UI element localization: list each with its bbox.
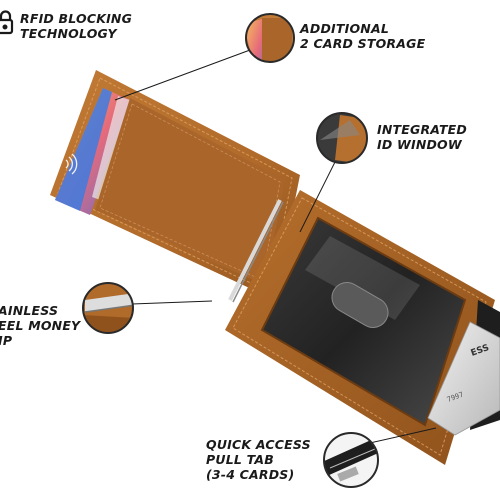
- callout-money-clip: [82, 282, 134, 334]
- label-line: ADDITIONAL: [300, 21, 389, 36]
- wallet-right-panel: ESS 7997: [225, 190, 500, 465]
- wallet-left-panel: [50, 70, 300, 300]
- label-line: (3-4 CARDS): [206, 467, 295, 482]
- label-line: EEL MONEY: [0, 318, 81, 333]
- label-line: 2 CARD STORAGE: [300, 36, 426, 51]
- label-pull-tab: QUICK ACCESS PULL TAB (3-4 CARDS): [206, 437, 311, 482]
- label-line: PULL TAB: [206, 452, 274, 467]
- label-id-window: INTEGRATED ID WINDOW: [377, 122, 467, 152]
- label-line: ID WINDOW: [377, 137, 462, 152]
- card-slot-cards: [55, 88, 130, 215]
- label-line: AINLESS: [0, 303, 59, 318]
- id-window: [260, 216, 467, 427]
- label-line: RFID BLOCKING: [20, 11, 133, 26]
- money-clip: [228, 199, 284, 303]
- pull-tab-cards: ESS 7997: [427, 300, 500, 436]
- label-rfid-blocking: RFID BLOCKING TECHNOLOGY: [20, 11, 132, 41]
- label-line: IP: [0, 333, 13, 348]
- callout-pull-tab: [323, 432, 379, 488]
- contactless-icon: [65, 153, 78, 175]
- label-line: TECHNOLOGY: [20, 26, 117, 41]
- label-line: QUICK ACCESS: [206, 437, 311, 452]
- label-money-clip: AINLESS EEL MONEY IP: [0, 303, 80, 348]
- callout-additional-storage: [245, 13, 295, 63]
- callout-id-window: [316, 112, 368, 164]
- label-additional-storage: ADDITIONAL 2 CARD STORAGE: [300, 21, 425, 51]
- label-line: INTEGRATED: [377, 122, 467, 137]
- lock-icon: [0, 10, 14, 35]
